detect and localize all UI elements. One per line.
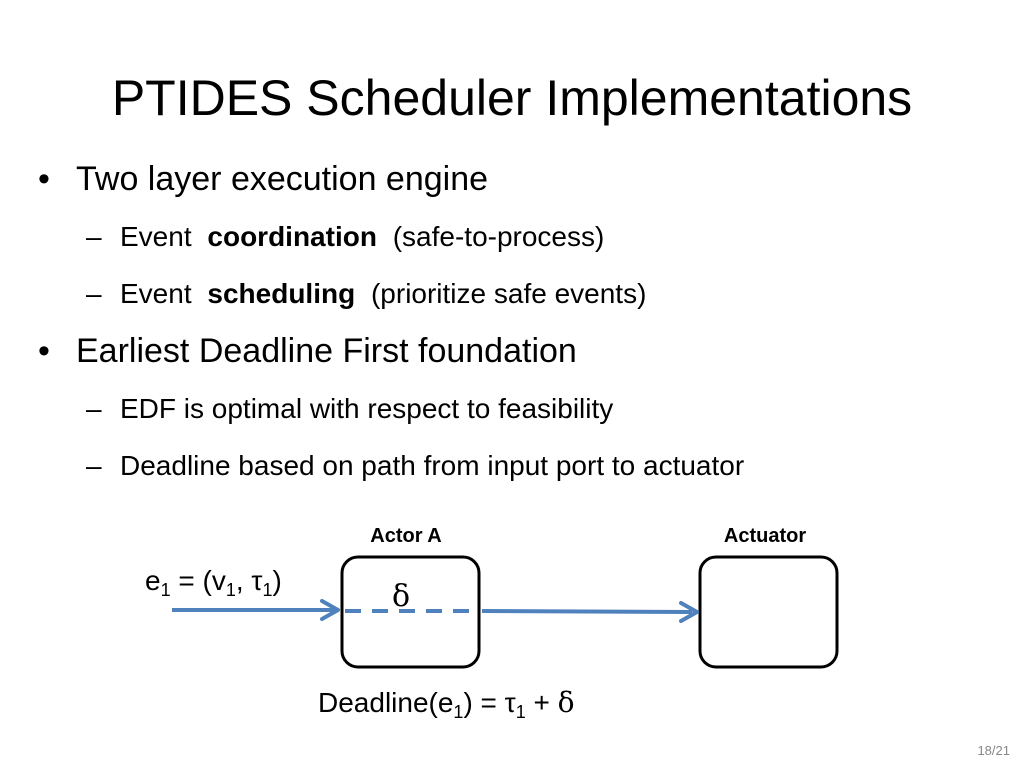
actuator-label: Actuator: [723, 525, 807, 547]
bullet-item: • Earliest Deadline First foundation: [38, 322, 998, 380]
deadline-formula: Deadline(e1) = τ1 + δ: [318, 686, 575, 722]
bullet-item: • Two layer execution engine: [38, 150, 998, 208]
sub-bullet-prefix: Event: [120, 278, 192, 309]
bullet-list: • Two layer execution engine – Event coo…: [38, 150, 998, 494]
sub-bullet-item: – Event scheduling (prioritize safe even…: [38, 265, 998, 322]
sub-bullet-emphasis: scheduling: [207, 278, 356, 309]
output-arrow-line: [481, 609, 693, 614]
sub-bullet-dash: –: [86, 278, 102, 309]
ptides-diagram: Actor A Actuator e1 = (v1, τ1) δ Deadlin…: [0, 515, 1024, 730]
sub-bullet-dash: –: [86, 393, 102, 424]
bullet-text: Two layer execution engine: [76, 160, 489, 198]
sub-bullet-prefix: Event: [120, 221, 192, 252]
sub-bullet-emphasis: coordination: [207, 221, 377, 252]
actuator-box: [698, 555, 839, 669]
input-arrow-head: [320, 599, 340, 621]
page-number: 18/21: [977, 743, 1010, 758]
event-label: e1 = (v1, τ1): [145, 565, 282, 600]
sub-bullet-suffix: (safe-to-process): [392, 221, 605, 252]
bullet-text: Earliest Deadline First foundation: [76, 332, 577, 370]
actor-a-label: Actor A: [370, 525, 442, 547]
bullet-dot: •: [38, 160, 50, 198]
sub-bullet-item: – Event coordination (safe-to-process): [38, 208, 998, 265]
sub-bullet-dash: –: [86, 450, 102, 481]
slide-title: PTIDES Scheduler Implementations: [111, 70, 913, 126]
sub-bullet-text: Deadline based on path from input port t…: [120, 450, 745, 481]
sub-bullet-dash: –: [86, 221, 102, 252]
sub-bullet-suffix: (prioritize safe events): [370, 278, 647, 309]
sub-bullet-item: – Deadline based on path from input port…: [38, 437, 998, 494]
actor-a-box: [340, 555, 481, 669]
delay-symbol: δ: [392, 579, 411, 614]
output-arrow-head: [679, 601, 699, 623]
diagram-canvas: [172, 555, 839, 669]
sub-bullet-text: EDF is optimal with respect to feasibili…: [120, 393, 614, 424]
bullet-dot: •: [38, 332, 50, 370]
sub-bullet-item: – EDF is optimal with respect to feasibi…: [38, 380, 998, 437]
